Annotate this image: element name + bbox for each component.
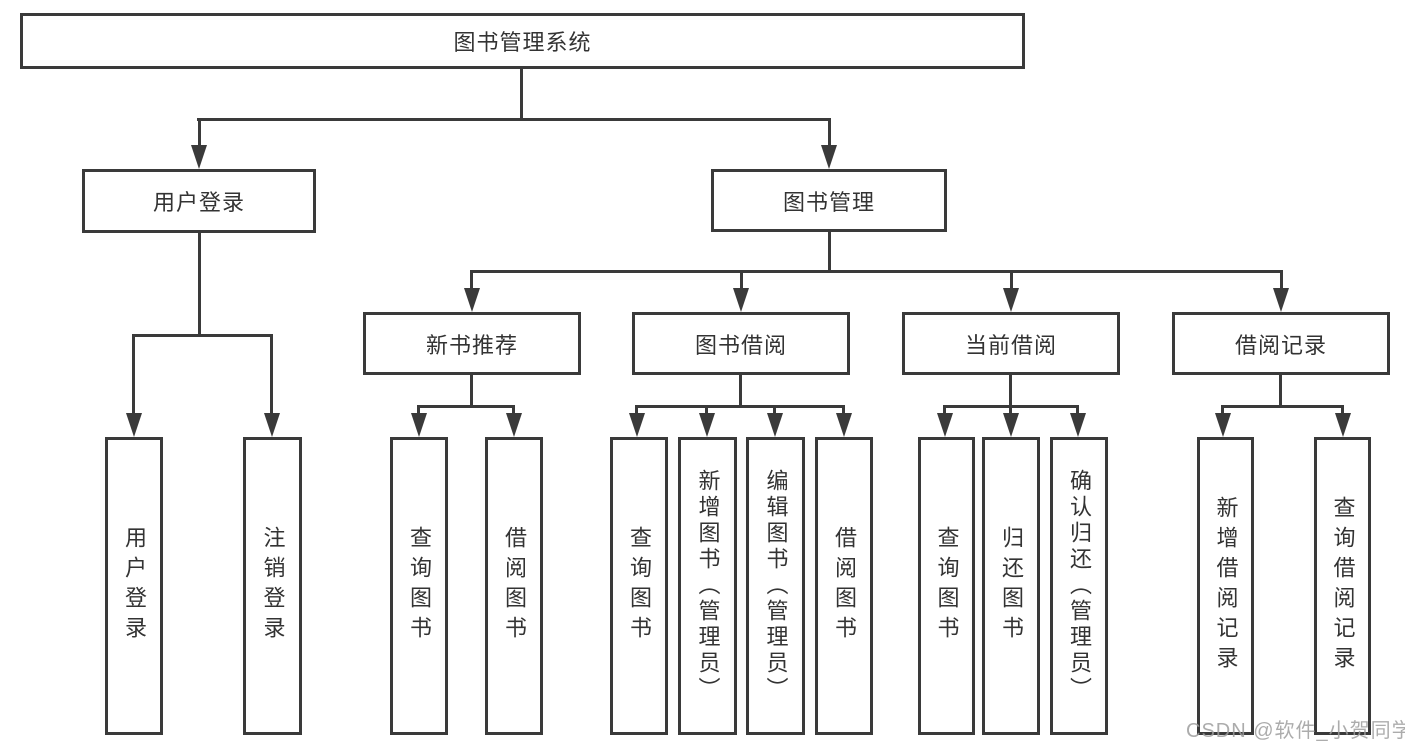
connector-vline: [1010, 270, 1013, 290]
leaf-label: 查询图书: [934, 526, 960, 646]
arrowhead-icon: [1070, 413, 1086, 437]
leaf-label: 新增图书（管理员）: [695, 469, 721, 703]
connector-vline: [943, 405, 946, 415]
arrowhead-icon: [1335, 413, 1351, 437]
leaf-label: 注销登录: [260, 526, 286, 646]
connector-vline: [270, 334, 273, 414]
connector-vline: [842, 405, 845, 415]
node-library-management-system: 图书管理系统: [20, 13, 1025, 69]
leaf-label: 查询图书: [627, 526, 652, 646]
connector-vline: [1280, 270, 1283, 290]
arrowhead-icon: [937, 413, 953, 437]
leaf-nbr-query-books: 查询图书: [390, 437, 448, 735]
node-label: 用户登录: [152, 190, 245, 215]
leaf-label: 编辑图书（管理员）: [763, 469, 789, 703]
node-label: 新书推荐: [425, 332, 518, 358]
connector-vline: [1341, 405, 1344, 415]
connector-vline: [1221, 405, 1224, 415]
arrowhead-icon: [1273, 288, 1289, 312]
arrowhead-icon: [836, 413, 852, 437]
node-label: 图书管理: [782, 189, 875, 215]
connector-vline: [470, 375, 473, 407]
connector-hline: [417, 405, 515, 408]
connector-vline: [520, 69, 523, 118]
leaf-label: 查询借阅记录: [1330, 496, 1356, 676]
leaf-label: 查询图书: [407, 526, 432, 646]
arrowhead-icon: [699, 413, 715, 437]
leaf-logout: 注销登录: [243, 437, 302, 735]
connector-vline: [740, 270, 743, 290]
leaf-nbr-borrow-books: 借阅图书: [485, 437, 543, 735]
arrowhead-icon: [411, 413, 427, 437]
arrowhead-icon: [1003, 413, 1019, 437]
connector-vline: [635, 405, 638, 415]
leaf-label: 确认归还（管理员）: [1067, 469, 1092, 703]
node-label: 图书管理系统: [453, 30, 592, 55]
leaf-bb-edit-books-admin: 编辑图书（管理员）: [746, 437, 805, 735]
connector-vline: [198, 233, 201, 336]
node-book-management: 图书管理: [711, 169, 947, 232]
leaf-label: 用户登录: [122, 526, 147, 646]
leaf-br-query-record: 查询借阅记录: [1314, 437, 1371, 735]
connector-vline: [828, 118, 831, 146]
connector-vline: [1076, 405, 1079, 415]
connector-vline: [1009, 405, 1012, 415]
leaf-label: 借阅图书: [502, 526, 527, 646]
connector-vline: [739, 375, 742, 407]
connector-vline: [1009, 375, 1012, 407]
node-label: 图书借阅: [694, 332, 787, 358]
connector-vline: [512, 405, 515, 415]
leaf-cb-confirm-return-admin: 确认归还（管理员）: [1050, 437, 1108, 735]
connector-hline: [197, 118, 831, 121]
node-label: 当前借阅: [964, 332, 1057, 358]
node-user-login: 用户登录: [82, 169, 316, 233]
arrowhead-icon: [767, 413, 783, 437]
connector-hline: [132, 334, 273, 337]
leaf-user-login: 用户登录: [105, 437, 163, 735]
leaf-label: 新增借阅记录: [1213, 496, 1239, 676]
connector-hline: [635, 405, 845, 408]
watermark: CSDN @软件_小贺同学: [1186, 720, 1405, 742]
connector-vline: [132, 334, 135, 414]
leaf-cb-return-books: 归还图书: [982, 437, 1040, 735]
node-borrowing-records: 借阅记录: [1172, 312, 1390, 375]
node-new-book-recommend: 新书推荐: [363, 312, 581, 375]
arrowhead-icon: [1215, 413, 1231, 437]
connector-vline: [417, 405, 420, 415]
node-current-borrowing: 当前借阅: [902, 312, 1120, 375]
node-book-borrowing: 图书借阅: [632, 312, 850, 375]
arrowhead-icon: [1003, 288, 1019, 312]
connector-hline: [1221, 405, 1344, 408]
leaf-bb-add-books-admin: 新增图书（管理员）: [678, 437, 737, 735]
leaf-cb-query-books: 查询图书: [918, 437, 975, 735]
leaf-bb-query-books: 查询图书: [610, 437, 668, 735]
arrowhead-icon: [264, 413, 280, 437]
connector-vline: [705, 405, 708, 415]
connector-vline: [470, 270, 473, 290]
connector-hline: [470, 270, 1282, 273]
arrowhead-icon: [464, 288, 480, 312]
arrowhead-icon: [191, 145, 207, 169]
connector-vline: [828, 232, 831, 272]
leaf-label: 归还图书: [999, 526, 1024, 646]
arrowhead-icon: [733, 288, 749, 312]
leaf-bb-borrow-books: 借阅图书: [815, 437, 873, 735]
connector-vline: [773, 405, 776, 415]
arrowhead-icon: [629, 413, 645, 437]
arrowhead-icon: [126, 413, 142, 437]
leaf-br-add-record: 新增借阅记录: [1197, 437, 1254, 735]
arrowhead-icon: [506, 413, 522, 437]
connector-vline: [1279, 375, 1282, 407]
node-label: 借阅记录: [1234, 332, 1327, 358]
arrowhead-icon: [821, 145, 837, 169]
connector-vline: [198, 118, 201, 146]
leaf-label: 借阅图书: [832, 526, 857, 646]
